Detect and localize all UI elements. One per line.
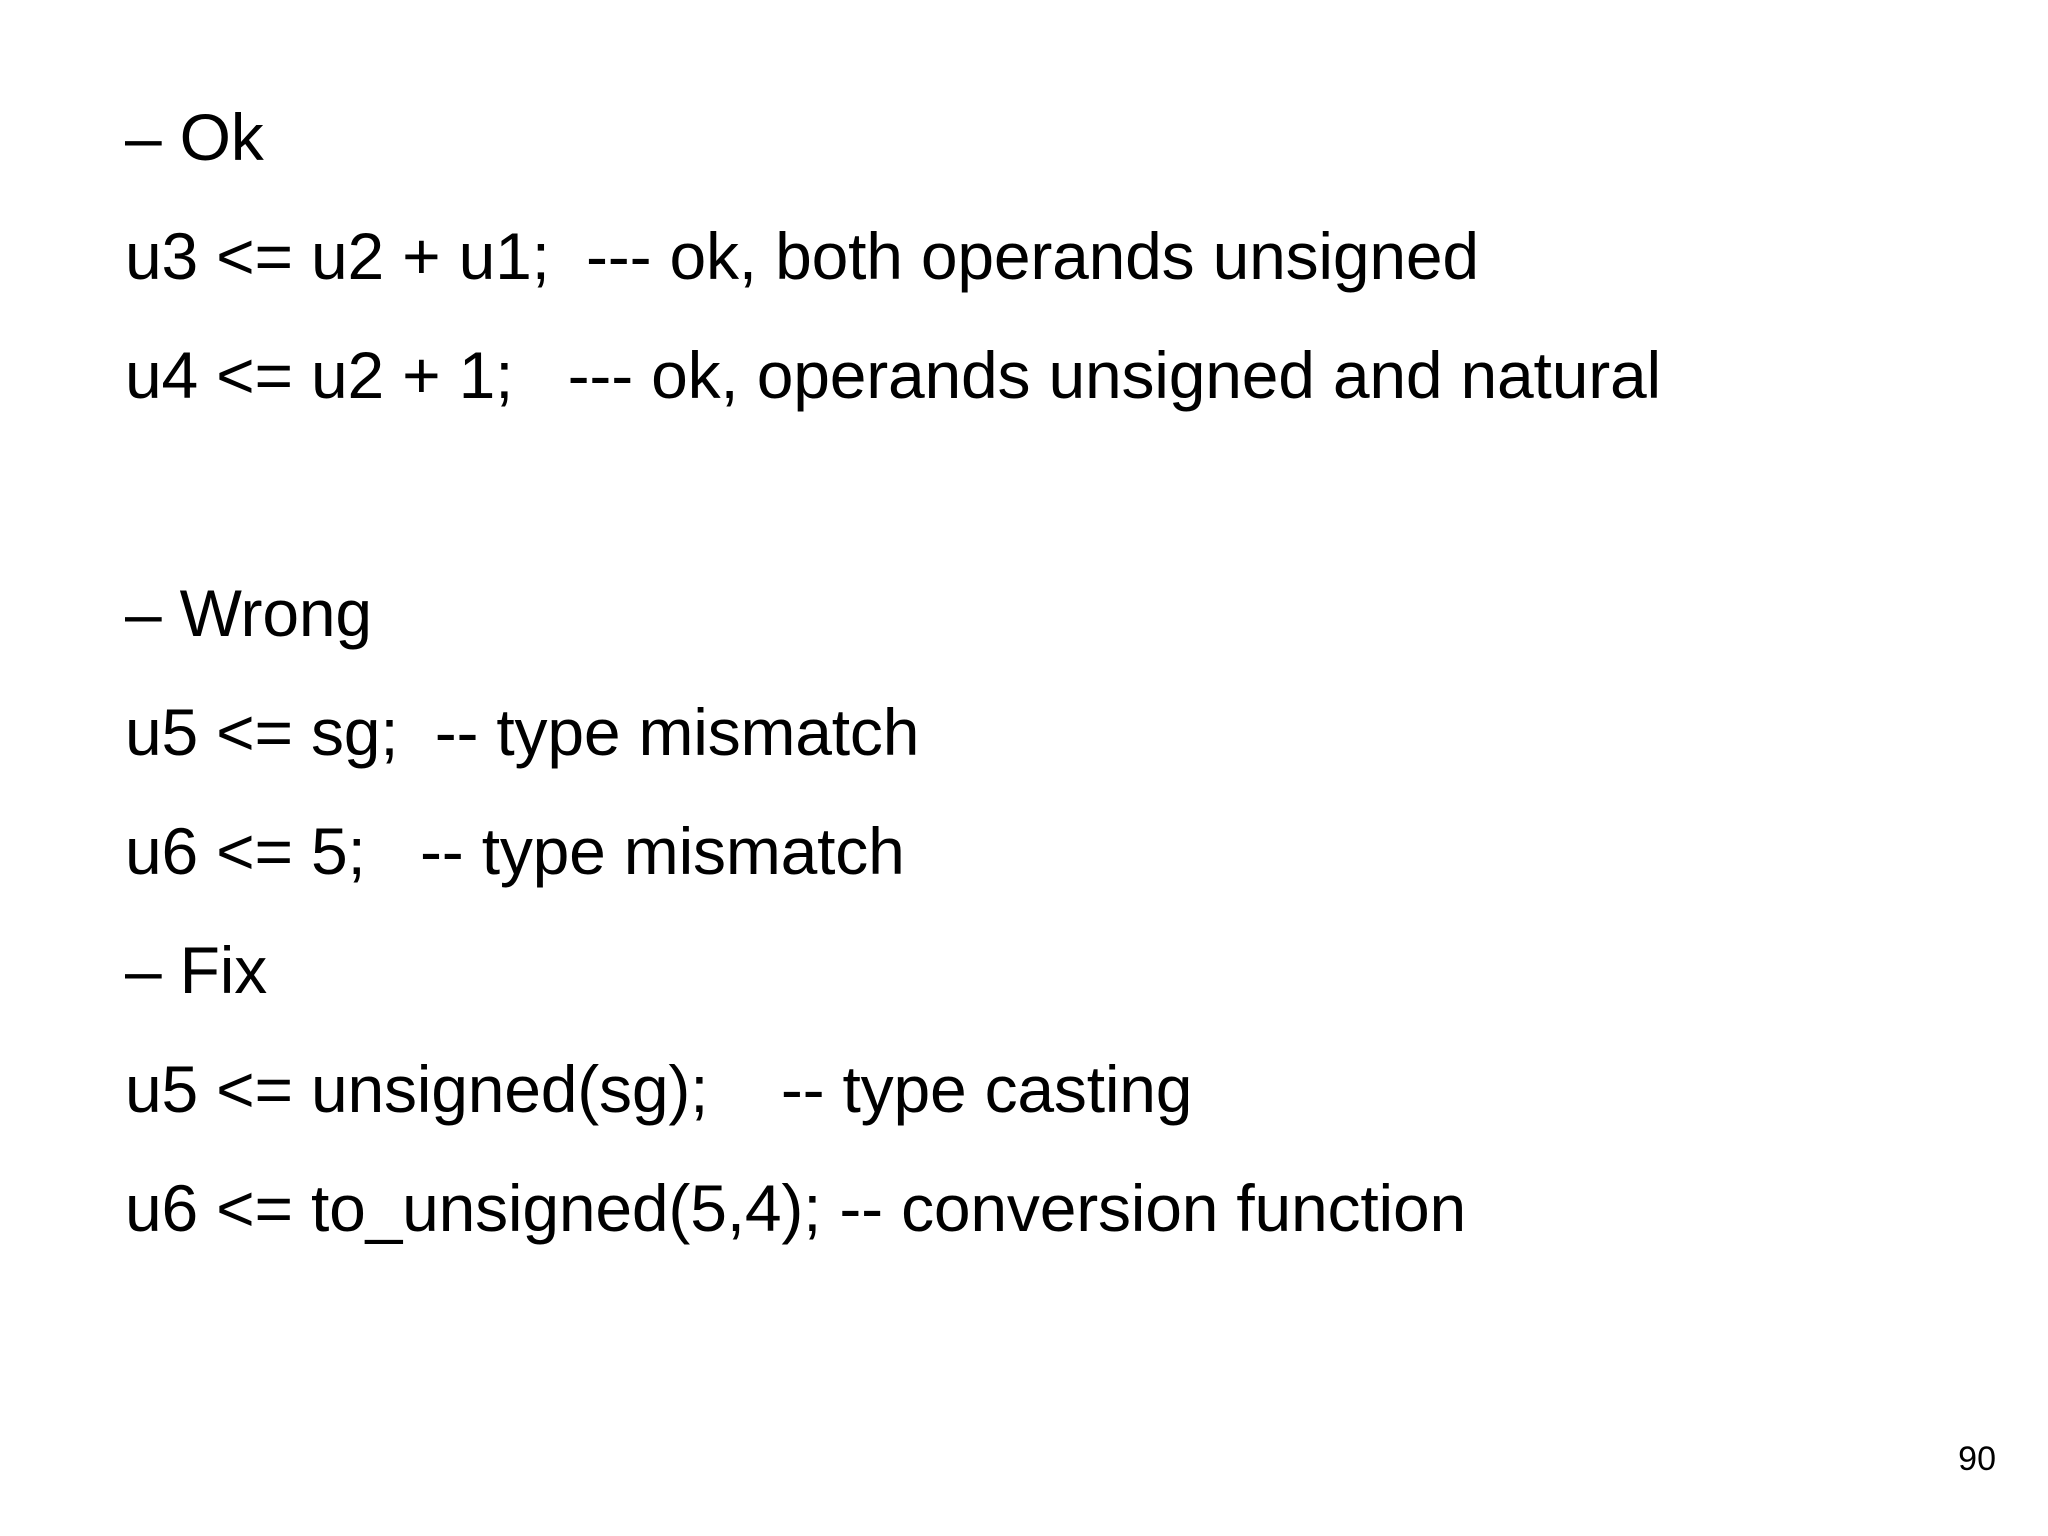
code-line-u3-assignment: u3 <= u2 + u1; --- ok, both operands uns… xyxy=(125,219,1479,293)
code-line-u6-conversion-function: u6 <= to_unsigned(5,4); -- conversion fu… xyxy=(125,1171,1466,1245)
bullet-ok: – Ok xyxy=(125,100,264,174)
bullet-fix: – Fix xyxy=(125,933,268,1007)
slide-body: – Ok u3 <= u2 + u1; --- ok, both operand… xyxy=(125,78,2008,1268)
code-line-u5-mismatch: u5 <= sg; -- type mismatch xyxy=(125,695,920,769)
bullet-wrong: – Wrong xyxy=(125,576,372,650)
page-number: 90 xyxy=(1958,1440,1996,1478)
blank-spacer-line xyxy=(125,435,2008,554)
code-line-u5-type-casting: u5 <= unsigned(sg); -- type casting xyxy=(125,1052,1193,1126)
code-line-u6-mismatch: u6 <= 5; -- type mismatch xyxy=(125,814,905,888)
code-line-u4-assignment: u4 <= u2 + 1; --- ok, operands unsigned … xyxy=(125,338,1661,412)
